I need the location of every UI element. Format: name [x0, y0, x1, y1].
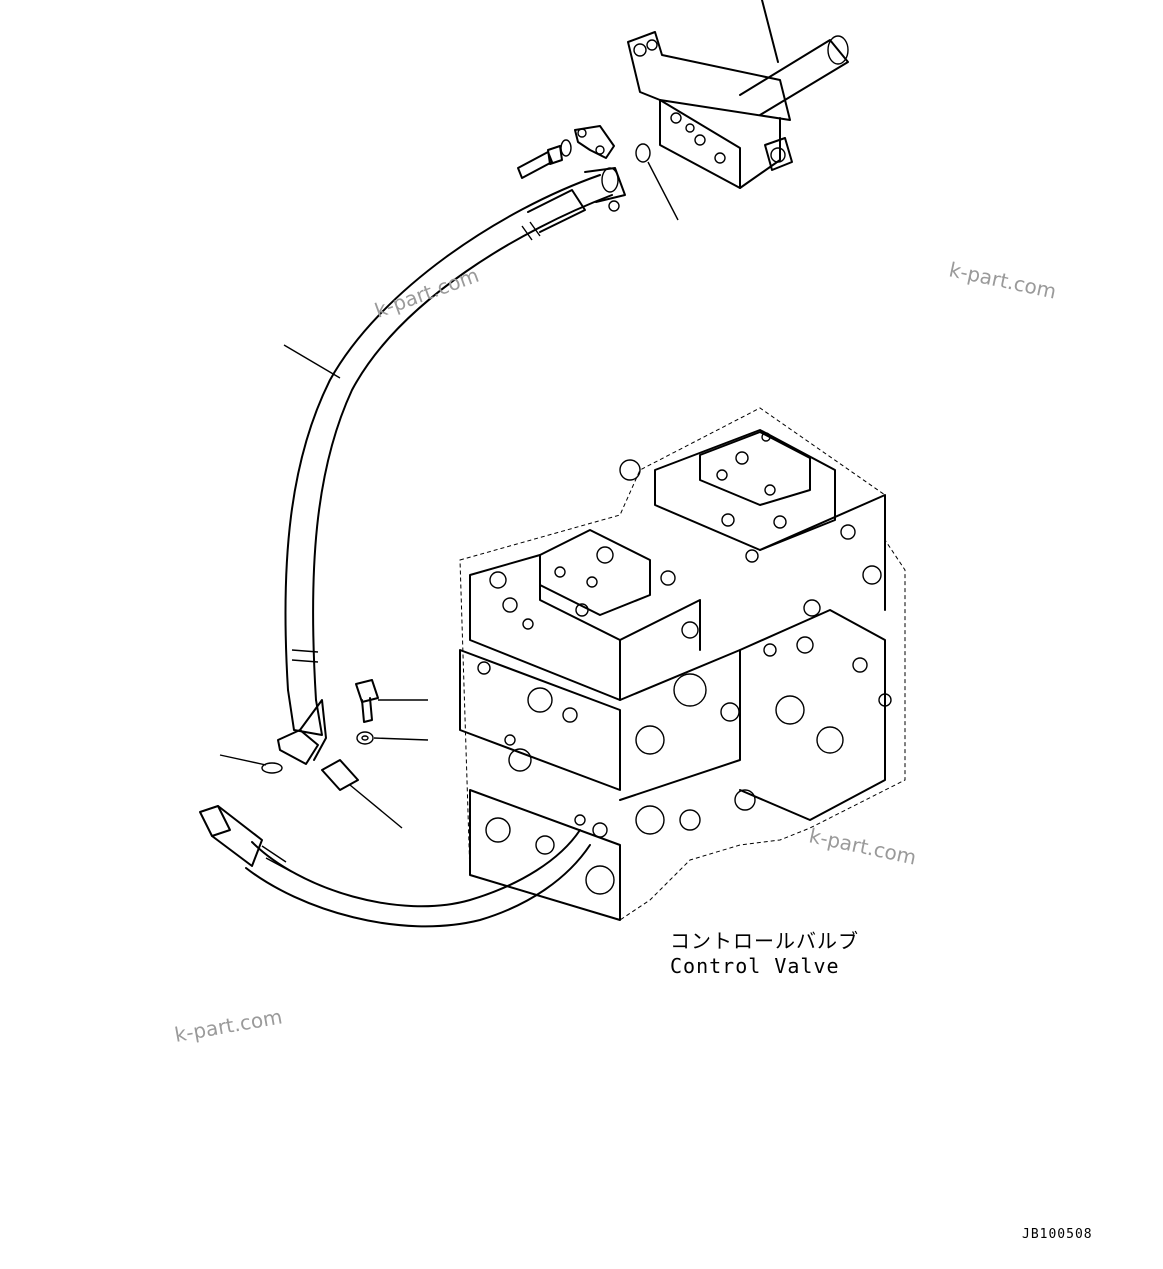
o-ring-top — [635, 143, 651, 163]
top-fittings — [517, 125, 679, 221]
drawing-code: JB100508 — [1022, 1227, 1093, 1242]
watermark-2: k-part.com — [947, 257, 1059, 303]
bolt-washer — [321, 679, 429, 829]
watermark-3: k-part.com — [807, 823, 919, 869]
sensor — [199, 754, 591, 928]
upper-bracket — [627, 0, 849, 189]
control-valve — [459, 407, 906, 921]
hose-upper — [277, 167, 626, 765]
component-label-jp: コントロールバルブ — [670, 929, 859, 953]
watermark-4: k-part.com — [173, 1004, 284, 1047]
component-label-en: Control Valve — [670, 954, 840, 978]
